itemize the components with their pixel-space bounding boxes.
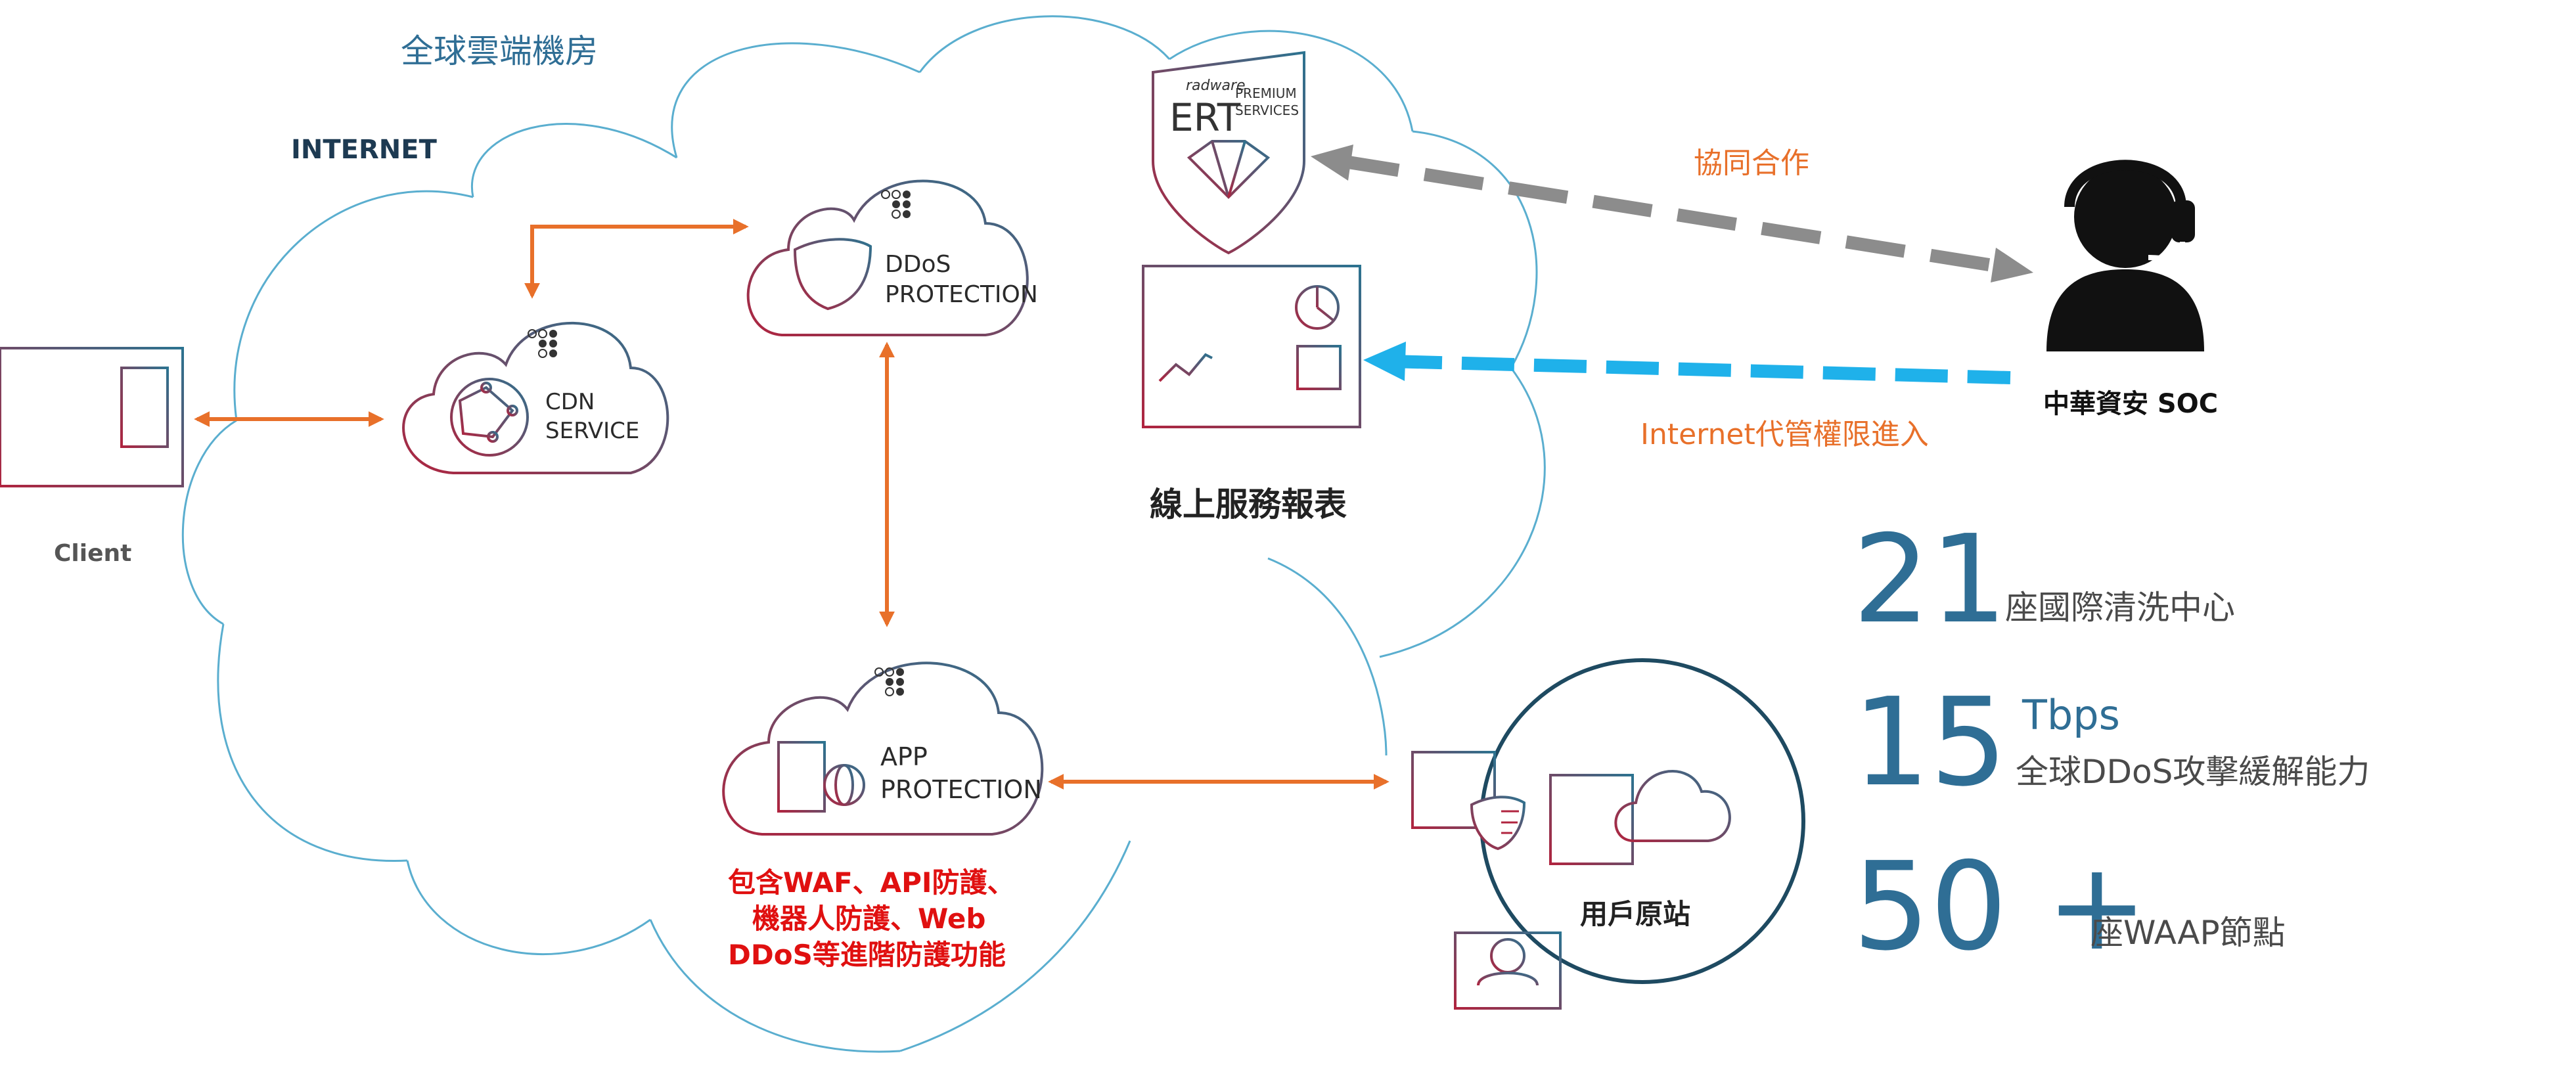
app-note-line1: 包含WAF、API防護、 xyxy=(728,866,1015,899)
ddos-cloud-icon xyxy=(746,179,1029,336)
stat-number-2: 15 xyxy=(1853,671,2008,813)
firewall-icon xyxy=(1411,751,1496,829)
ert-title: ERT xyxy=(1169,95,1241,140)
app-label-line1: APP xyxy=(880,742,928,771)
collab-arrow xyxy=(1311,145,2033,282)
cdn-dots-icon xyxy=(528,329,557,358)
stat-number-3: 50 + xyxy=(1853,836,2148,977)
video-user-icon xyxy=(1454,931,1562,1044)
ddos-label-line1: DDoS xyxy=(885,251,951,278)
app-note-line3: DDoS等進階防護功能 xyxy=(728,939,1006,971)
stat-text-3: 座WAAP節點 xyxy=(2090,914,2286,952)
ddos-dots-icon xyxy=(881,190,911,219)
client-monitor-icon xyxy=(0,347,184,508)
ert-shield-icon xyxy=(1152,51,1305,255)
soc-label: 中華資安 SOC xyxy=(2043,389,2219,419)
app-label-line2: PROTECTION xyxy=(880,775,1042,804)
stat-number-1: 21 xyxy=(1853,508,2008,650)
ert-brand: radware xyxy=(1186,78,1246,94)
soc-agent-icon xyxy=(2046,160,2204,351)
report-monitor-icon xyxy=(1142,265,1361,457)
firewall-shield-icon xyxy=(1470,796,1526,851)
origin-server-icon xyxy=(1549,770,1731,865)
internet-access-arrow xyxy=(1363,342,2011,384)
origin-label: 用戶原站 xyxy=(1580,898,1691,930)
orange-connectors xyxy=(194,219,1390,790)
internet-access-label: Internet代管權限進入 xyxy=(1640,418,1929,451)
ert-sub2: SERVICES xyxy=(1235,102,1299,118)
ert-sub1: PREMIUM xyxy=(1235,85,1297,101)
app-cloud-icon xyxy=(722,661,1044,836)
internet-label: INTERNET xyxy=(291,135,437,165)
stat-text-1: 座國際清洗中心 xyxy=(2005,589,2235,627)
stat-text-2: 全球DDoS攻擊緩解能力 xyxy=(2016,753,2370,791)
ddos-label-line2: PROTECTION xyxy=(885,281,1038,308)
app-dots-icon xyxy=(874,667,904,696)
cdn-label-line2: SERVICE xyxy=(545,418,640,444)
stat-unit-2: Tbps xyxy=(2022,691,2120,739)
report-label: 線上服務報表 xyxy=(1150,485,1347,524)
cdn-label-line1: CDN xyxy=(545,389,595,415)
collab-label: 協同合作 xyxy=(1694,146,1809,180)
global-cloud-outline xyxy=(181,15,1546,1053)
cdn-cloud-icon xyxy=(402,321,669,474)
client-label: Client xyxy=(54,540,132,567)
app-note-line2: 機器人防護、Web xyxy=(752,903,986,935)
region-label: 全球雲端機房 xyxy=(401,32,598,70)
